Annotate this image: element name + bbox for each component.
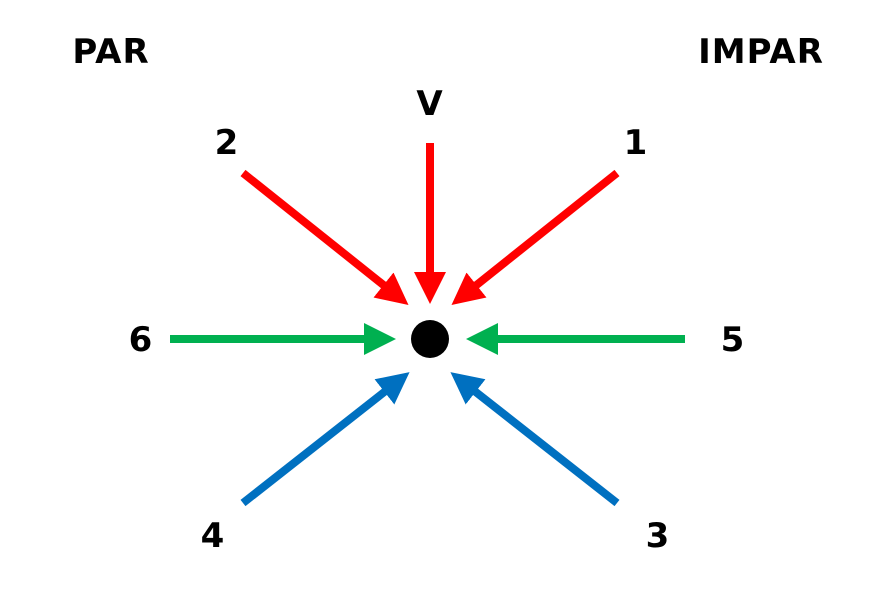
arrow-3 xyxy=(450,372,620,507)
label-5: 5 xyxy=(720,320,746,360)
arrow-1 xyxy=(451,169,620,305)
label-impar: IMPAR xyxy=(698,32,824,72)
label-6: 6 xyxy=(128,320,154,360)
label-1: 1 xyxy=(623,123,649,163)
arrow-4 xyxy=(240,372,410,507)
label-3: 3 xyxy=(645,516,671,556)
label-v: V xyxy=(416,84,444,124)
label-4: 4 xyxy=(200,516,226,556)
label-par: PAR xyxy=(72,32,150,72)
label-2: 2 xyxy=(214,123,240,163)
arrow-2 xyxy=(240,169,409,305)
center-point xyxy=(411,320,449,358)
